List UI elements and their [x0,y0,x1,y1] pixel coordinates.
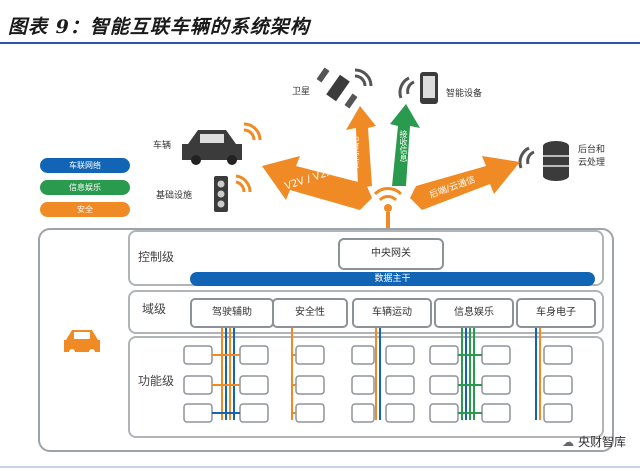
label-satellite: 卫星 [292,87,311,97]
page-title: 图表 9：智能互联车辆的系统架构 [8,16,310,38]
vehicle-icon [64,330,100,355]
smartphone-icon [398,72,438,104]
database-icon [518,141,569,181]
ecu-group-infotainment [429,328,511,423]
car-icon [182,122,262,165]
domain-body-electronics: 车身电子 [516,298,596,328]
ecu-group-driver-assist [183,328,269,423]
legend-infotainment: 信息娱乐 [40,180,130,195]
tier-control-label: 控制级 [138,250,175,264]
tier-function-label: 功能级 [138,374,175,388]
domain-driver-assist: 驾驶辅助 [190,298,274,328]
ecu-group-body-electronics [535,328,573,423]
arrow-label-device: 接收信息 [399,130,408,162]
legend-safety: 安全 [40,202,130,217]
label-smart-device: 智能设备 [446,89,483,99]
antenna-icon [373,187,403,234]
domain-vehicle-motion: 车辆运动 [352,298,432,328]
arrow-backend [410,156,520,210]
legend-network: 车联网络 [40,158,130,173]
wechat-icon: ☁ [562,435,575,449]
arrow-satellite [346,106,376,188]
arrow-v2v [262,156,372,210]
domain-infotainment: 信息娱乐 [434,298,514,328]
traffic-light-icon [214,174,252,212]
bottom-rule [0,466,640,468]
watermark: ☁ 央财智库 [562,433,626,450]
central-gateway: 中央网关 [338,238,444,270]
label-backend: 后台和 云处理 [578,145,606,168]
satellite-icon [316,67,373,109]
label-infrastructure: 基础设施 [156,191,193,201]
label-vehicle: 车辆 [153,141,172,151]
domain-safety: 安全性 [272,298,348,328]
data-backbone: 数据主干 [190,272,595,286]
arrow-label-satellite: 卫星定位 [351,136,360,168]
title-rule [0,42,640,44]
ecu-group-safety [291,328,325,423]
arrow-smart-device [390,104,420,186]
tier-domain-label: 域级 [142,302,167,316]
watermark-text: 央财智库 [577,435,626,449]
connectivity-illustration [182,67,569,234]
ecu-group-vehicle-motion [351,328,415,423]
